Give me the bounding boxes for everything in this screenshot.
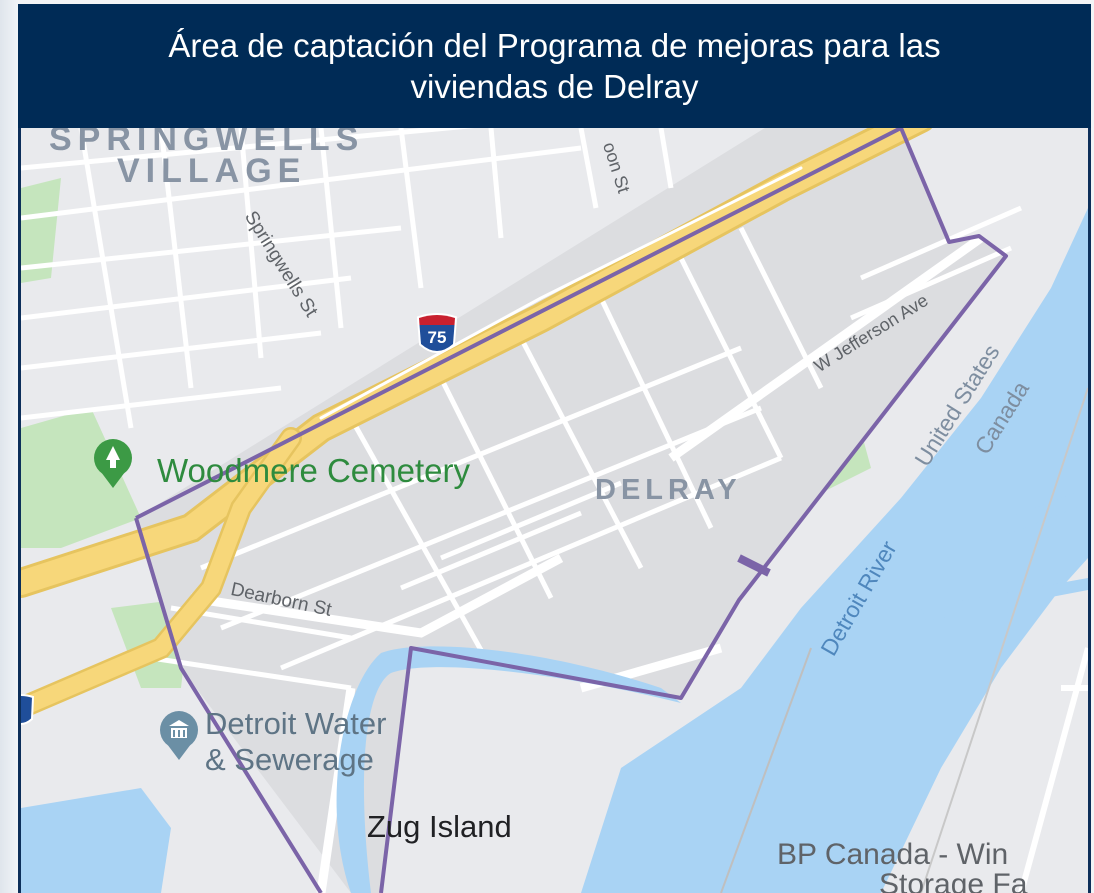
park-area (21, 408, 141, 548)
water-label-line1[interactable]: Detroit Water (205, 706, 387, 741)
neighborhood-label-delray: DELRAY (595, 474, 742, 506)
map-canvas (21, 128, 1088, 893)
highway-shield-edge-icon (21, 694, 35, 725)
detroit-river (581, 208, 1088, 893)
rail-line (920, 387, 1088, 893)
neighborhood-label-village: VILLAGE (117, 152, 307, 190)
rouge-river (336, 646, 681, 893)
water-pin[interactable] (160, 711, 198, 760)
title-line-1: Área de captación del Programa de mejora… (168, 27, 941, 64)
bp-label-line1[interactable]: BP Canada - Win (777, 838, 1009, 871)
water-channel (921, 578, 1088, 621)
boundary-marker (737, 554, 771, 577)
water-lower-left (21, 788, 171, 893)
program-boundary (135, 128, 1008, 893)
program-boundary-west (134, 517, 323, 893)
neighborhood-label-springwells: SPRINGWELLS (49, 128, 365, 158)
left-margin (0, 0, 18, 893)
rail-line (720, 647, 812, 893)
cemetery-pin[interactable] (94, 439, 132, 488)
canada-roads (1018, 647, 1088, 893)
i75-shield-number: 75 (427, 328, 447, 347)
i75-shield-icon (416, 313, 458, 353)
island-label: Zug Island (367, 809, 512, 844)
title-banner: Área de captación del Programa de mejora… (18, 4, 1091, 128)
title-line-2: viviendas de Delray (410, 68, 699, 105)
cemetery-label[interactable]: Woodmere Cemetery (157, 452, 471, 489)
park-area (21, 178, 61, 283)
bp-label-line2[interactable]: Storage Fa (879, 868, 1028, 893)
water-channel (981, 488, 1088, 543)
map-view[interactable]: SPRINGWELLS VILLAGE oon St Springwells S… (18, 128, 1091, 893)
water-label-line2[interactable]: & Sewerage (205, 742, 374, 777)
